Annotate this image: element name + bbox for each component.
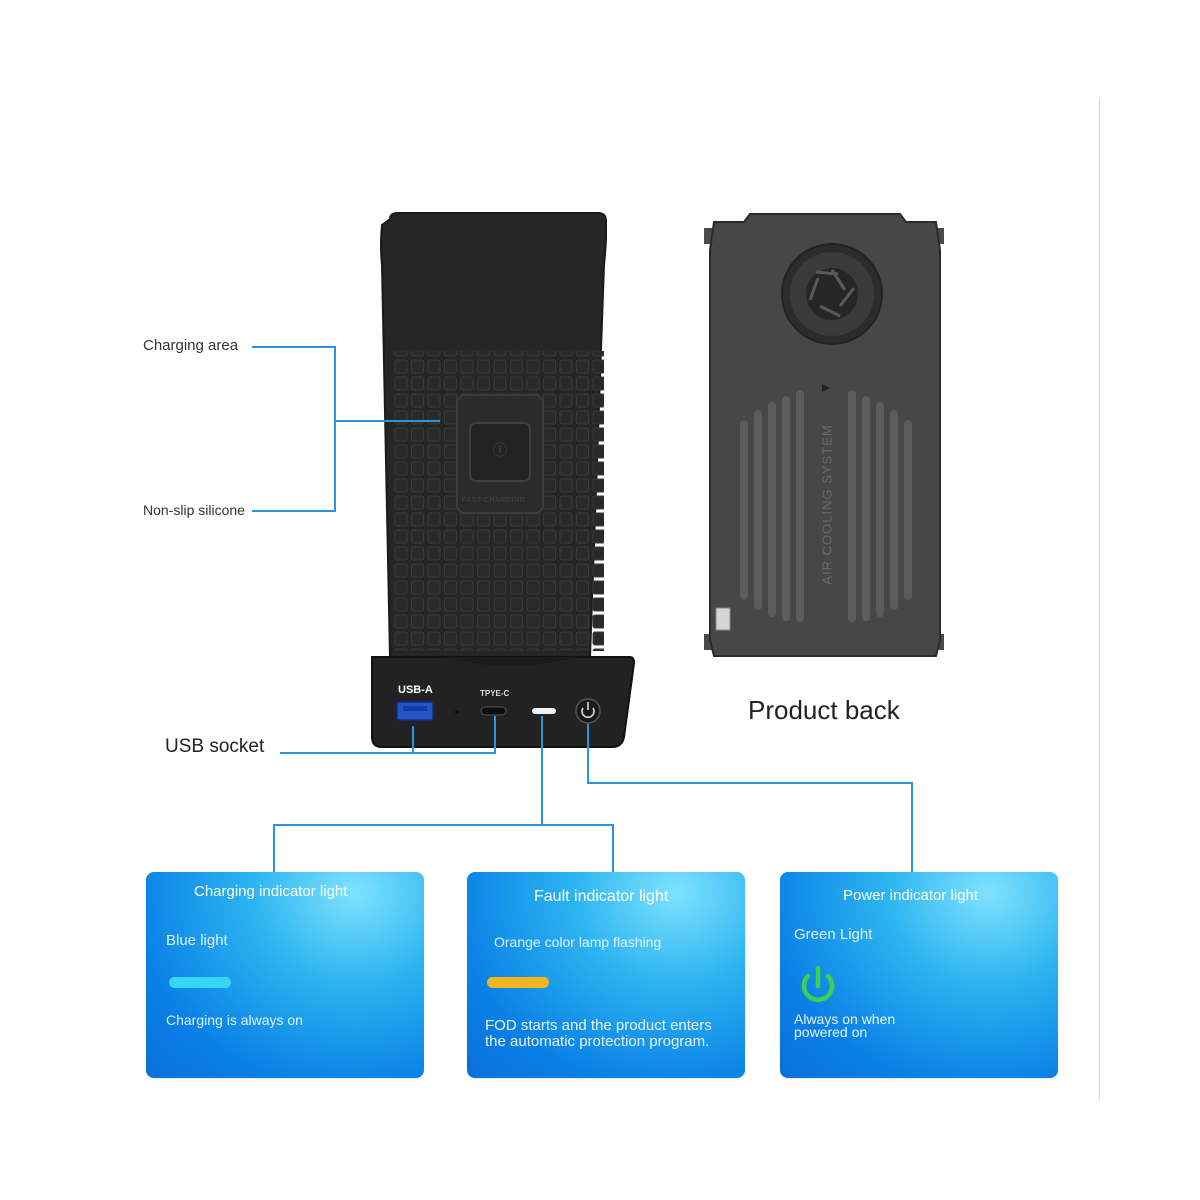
blue-lamp-indicator — [169, 977, 231, 988]
connector-line — [252, 346, 336, 348]
connector-line — [911, 782, 913, 872]
card-description: Always on when powered on — [794, 1011, 896, 1040]
connector-line — [334, 420, 440, 422]
charger-front-image: ⓘ — [371, 212, 636, 748]
connector-line — [587, 724, 589, 784]
charger-back-image — [704, 213, 944, 657]
power-indicator-card: Power indicator light Green Light Always… — [780, 872, 1058, 1078]
usb-socket-label: USB socket — [165, 736, 265, 757]
connector-line — [273, 824, 275, 872]
connector-line — [252, 510, 336, 512]
connector-line — [494, 716, 496, 754]
connector-line — [412, 726, 414, 754]
connector-line — [587, 782, 913, 784]
connector-line — [280, 752, 496, 754]
card-title: Charging indicator light — [194, 883, 348, 900]
fault-indicator-card: Fault indicator light Orange color lamp … — [467, 872, 745, 1078]
air-cooling-system-text: AIR COOLING SYSTEM — [819, 424, 835, 585]
card-color-name: Green Light — [794, 926, 873, 943]
non-slip-silicone-label: Non-slip silicone — [143, 502, 245, 518]
usb-a-label: USB-A — [398, 684, 433, 696]
right-divider — [1099, 98, 1100, 1100]
card-color-name: Orange color lamp flashing — [494, 934, 662, 950]
connector-line — [541, 716, 543, 826]
card-description: Charging is always on — [166, 1012, 303, 1028]
card-title: Power indicator light — [843, 887, 979, 904]
power-icon — [801, 965, 835, 1003]
connector-line — [334, 346, 336, 512]
connector-line — [273, 824, 614, 826]
pad-fast-charging-text: FAST CHARGING — [462, 497, 526, 504]
card-description: FOD starts and the product enters the au… — [485, 1017, 712, 1050]
card-title: Fault indicator light — [534, 888, 669, 905]
product-back-label: Product back — [748, 695, 900, 725]
charging-indicator-card: Charging indicator light Blue light Char… — [146, 872, 424, 1078]
card-color-name: Blue light — [166, 932, 228, 949]
svg-text:ⓘ: ⓘ — [493, 443, 507, 459]
orange-lamp-indicator — [487, 977, 549, 988]
type-c-label: TPYE-C — [480, 689, 510, 698]
charging-area-label: Charging area — [143, 337, 239, 354]
connector-line — [612, 824, 614, 872]
